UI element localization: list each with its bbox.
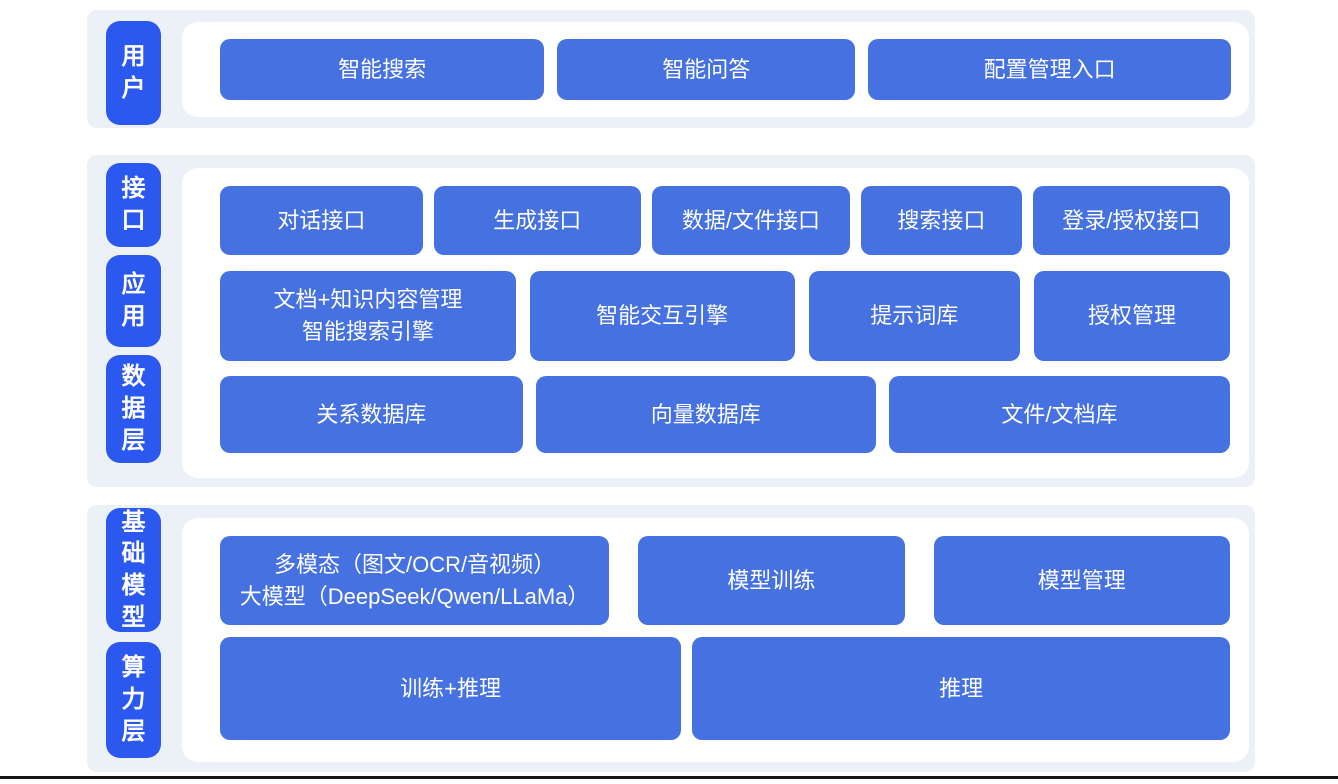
panel-user-layer: 智能搜索 智能问答 配置管理入口 [182, 22, 1249, 117]
panel-bottom-layers: 多模态（图文/OCR/音视频） 大模型（DeepSeek/Qwen/LLaMa）… [182, 518, 1249, 762]
panel-middle-layers: 对话接口 生成接口 数据/文件接口 搜索接口 登录/授权接口 文档+知识内容管理… [182, 168, 1249, 478]
layer-pill-interface: 接口 [106, 163, 161, 247]
layer-row-compute: 训练+推理 推理 [220, 637, 1230, 740]
node-vector-db: 向量数据库 [535, 376, 876, 453]
layer-pill-application: 应用 [106, 255, 161, 347]
layer-pill-compute: 算力层 [106, 642, 161, 758]
bottom-rule [0, 776, 1338, 779]
layer-row-foundation-model: 多模态（图文/OCR/音视频） 大模型（DeepSeek/Qwen/LLaMa）… [220, 536, 1230, 625]
node-multimodal-llm: 多模态（图文/OCR/音视频） 大模型（DeepSeek/Qwen/LLaMa） [220, 536, 610, 625]
layer-row: 智能搜索 智能问答 配置管理入口 [220, 39, 1231, 100]
band-user-layer: 用户 智能搜索 智能问答 配置管理入口 [87, 10, 1255, 128]
node-inference: 推理 [692, 637, 1230, 740]
layer-row-application: 文档+知识内容管理 智能搜索引擎 智能交互引擎 提示词库 授权管理 [220, 271, 1231, 361]
node-login-auth-api: 登录/授权接口 [1032, 186, 1230, 255]
layer-row-data: 关系数据库 向量数据库 文件/文档库 [220, 376, 1230, 453]
layer-pill-user: 用户 [106, 21, 161, 125]
node-smart-qa: 智能问答 [557, 39, 856, 100]
band-bottom-layers: 基础模型 算力层 多模态（图文/OCR/音视频） 大模型（DeepSeek/Qw… [87, 505, 1255, 772]
node-dialog-api: 对话接口 [220, 186, 423, 255]
node-file-doc-store: 文件/文档库 [888, 376, 1230, 453]
node-model-management: 模型管理 [933, 536, 1230, 625]
node-relational-db: 关系数据库 [220, 376, 523, 453]
layer-pill-foundation-model: 基础模型 [106, 508, 161, 632]
node-data-file-api: 数据/文件接口 [651, 186, 851, 255]
node-doc-knowledge-search-engine: 文档+知识内容管理 智能搜索引擎 [220, 271, 516, 361]
node-generation-api: 生成接口 [433, 186, 641, 255]
band-middle-layers: 接口 应用 数据层 对话接口 生成接口 数据/文件接口 搜索接口 登录/授权接口… [87, 155, 1255, 487]
node-smart-interaction-engine: 智能交互引擎 [529, 271, 795, 361]
node-smart-search: 智能搜索 [220, 39, 545, 100]
node-auth-management: 授权管理 [1034, 271, 1231, 361]
node-prompt-library: 提示词库 [808, 271, 1021, 361]
node-training-plus-inference: 训练+推理 [220, 637, 682, 740]
node-model-training: 模型训练 [638, 536, 905, 625]
node-search-api: 搜索接口 [861, 186, 1022, 255]
node-config-management-entry: 配置管理入口 [868, 39, 1231, 100]
layer-row-interface: 对话接口 生成接口 数据/文件接口 搜索接口 登录/授权接口 [220, 186, 1230, 255]
layer-pill-data: 数据层 [106, 355, 161, 463]
